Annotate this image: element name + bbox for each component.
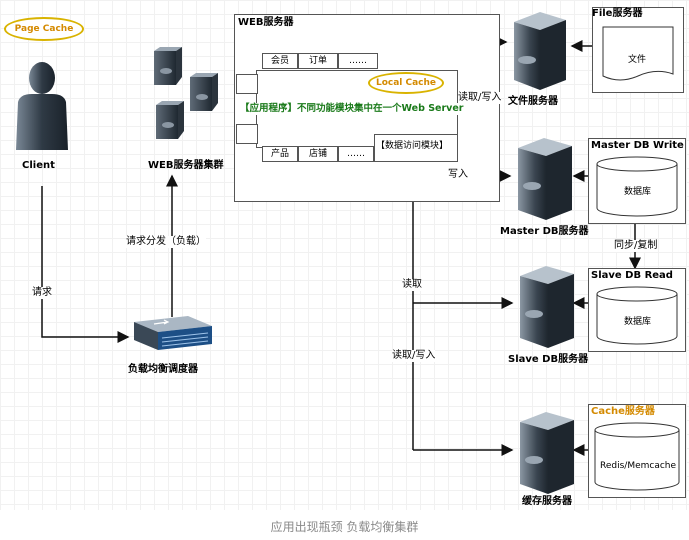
data-access-box <box>374 134 458 162</box>
app-left-tab-top <box>236 74 258 94</box>
write-label: 写入 <box>448 169 468 181</box>
cache-box-title: Cache服务器 <box>591 406 655 417</box>
web-cluster-label: WEB服务器集群 <box>148 160 224 171</box>
read-label: 读取 <box>402 279 422 291</box>
load-balancer-icon <box>134 316 212 350</box>
file-server-icon <box>514 12 566 90</box>
client-to-lb-line <box>41 186 130 343</box>
module-cell-member: 会员 <box>262 53 298 69</box>
master-db-title: Master DB Write <box>591 140 684 151</box>
slave-db-title: Slave DB Read <box>591 270 673 281</box>
local-cache-badge: Local Cache <box>368 72 444 94</box>
master-database-icon <box>596 156 678 217</box>
master-server-icon <box>518 138 572 220</box>
file-box-title: File服务器 <box>592 8 643 19</box>
slave-db-label: 数据库 <box>624 317 652 327</box>
diagram-canvas: Page Cache Client 请求 负载均衡调度器 请求分发（负载） <box>0 0 689 510</box>
client-person-icon <box>16 62 68 150</box>
app-module-text: 【应用程序】不同功能模块集中在一个Web Server <box>240 103 464 115</box>
local-cache-label: Local Cache <box>375 78 437 88</box>
read-write-label-1: 读取/写入 <box>458 92 502 104</box>
document-icon <box>602 26 674 81</box>
master-db-label: 数据库 <box>624 187 652 197</box>
client-label: Client <box>22 160 55 171</box>
cache-server-label: 缓存服务器 <box>522 496 572 507</box>
web-server-title: WEB服务器 <box>238 17 294 28</box>
master-server-label: Master DB服务器 <box>500 226 589 237</box>
slave-database-icon <box>596 286 678 345</box>
slave-server-label: Slave DB服务器 <box>508 354 589 365</box>
module-cell-shop: 店铺 <box>298 146 338 162</box>
web-cluster-icon <box>154 47 218 139</box>
cache-db-label: Redis/Memcache <box>600 461 677 471</box>
cache-server-icon <box>520 412 574 494</box>
load-balancer-label: 负载均衡调度器 <box>128 364 198 375</box>
request-label: 请求 <box>32 287 52 299</box>
module-cell-more-bottom: …… <box>338 146 374 162</box>
sync-label: 同步/复制 <box>614 240 658 252</box>
page-cache-badge: Page Cache <box>4 17 84 41</box>
app-left-tab-bottom <box>236 124 258 144</box>
cache-database-icon <box>594 422 680 491</box>
module-cell-product: 产品 <box>262 146 298 162</box>
module-cell-order: 订单 <box>298 53 338 69</box>
page-cache-label: Page Cache <box>14 24 74 34</box>
document-label: 文件 <box>628 55 647 65</box>
slave-server-icon <box>520 266 574 348</box>
dispatch-label: 请求分发（负载） <box>126 236 206 248</box>
data-access-label: 【数据访问模块】 <box>376 141 449 151</box>
figure-caption: 应用出现瓶颈 负载均衡集群 <box>270 520 419 534</box>
module-cell-more-top: …… <box>338 53 378 69</box>
read-write-label-2: 读取/写入 <box>392 350 436 362</box>
file-server-label: 文件服务器 <box>508 96 558 107</box>
